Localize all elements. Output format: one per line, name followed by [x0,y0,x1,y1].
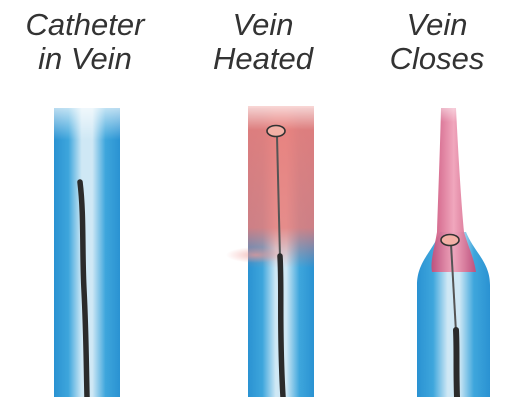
panel-2-vein [226,100,314,397]
